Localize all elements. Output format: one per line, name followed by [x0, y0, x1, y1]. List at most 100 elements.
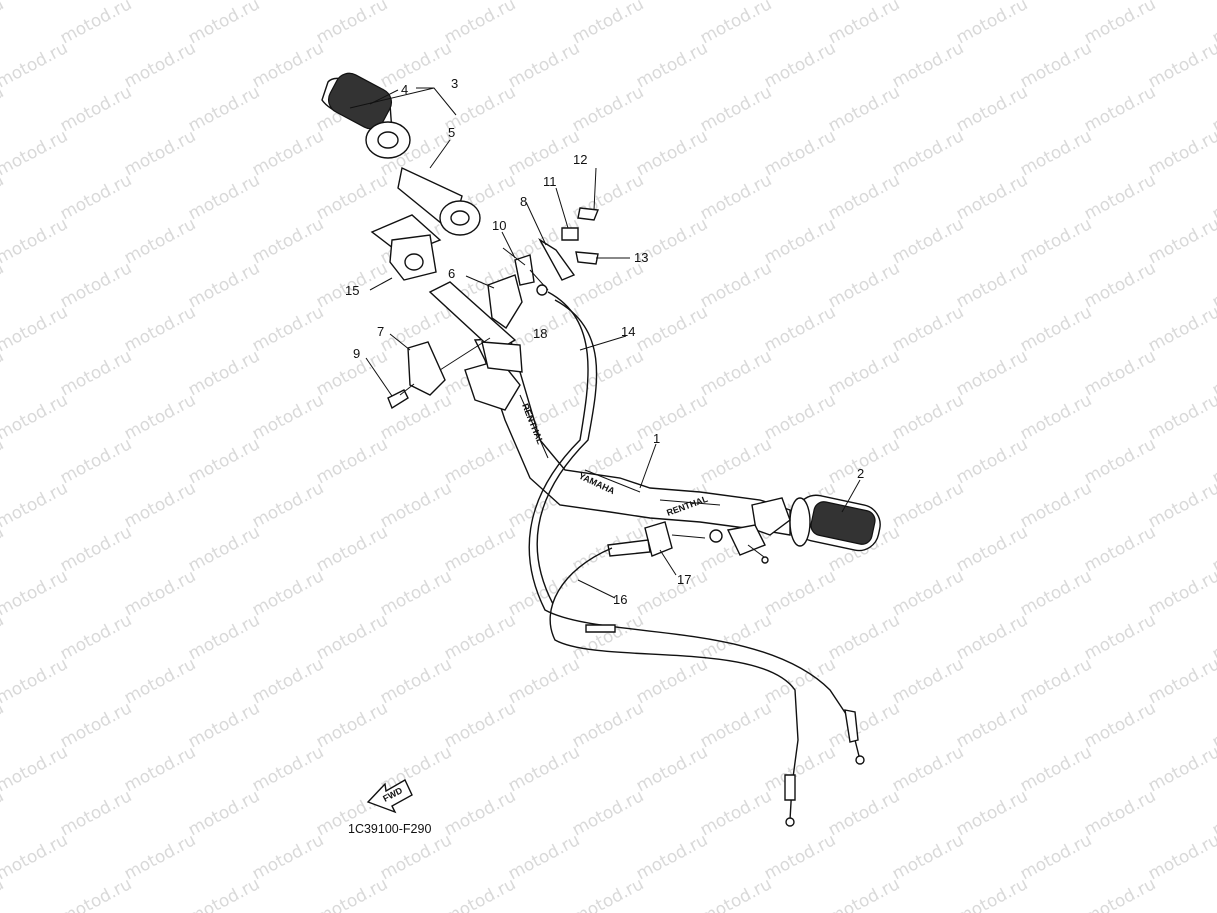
- watermark-text: motod.ru: [1145, 126, 1217, 180]
- watermark-text: motod.ru: [825, 610, 903, 664]
- watermark-text: motod.ru: [889, 38, 967, 92]
- watermark-text: motod.ru: [249, 302, 327, 356]
- watermark-text: motod.ru: [249, 214, 327, 268]
- watermark-text: motod.ru: [825, 698, 903, 752]
- watermark-text: motod.ru: [1145, 654, 1217, 708]
- watermark-text: motod.ru: [761, 566, 839, 620]
- watermark-text: motod.ru: [1017, 38, 1095, 92]
- watermark-text: motod.ru: [441, 874, 519, 913]
- watermark-text: motod.ru: [889, 0, 967, 4]
- watermark-text: motod.ru: [1017, 214, 1095, 268]
- bolt-9: [387, 383, 415, 410]
- callout-14: 14: [621, 324, 635, 339]
- watermark-text: motod.ru: [953, 786, 1031, 840]
- throttle-housing: [370, 214, 442, 281]
- watermark-text: motod.ru: [1081, 0, 1159, 48]
- watermark-text: motod.ru: [569, 698, 647, 752]
- watermark-text: motod.ru: [1017, 0, 1095, 4]
- watermark-text: motod.ru: [121, 0, 199, 4]
- callout-10: 10: [492, 218, 506, 233]
- watermark-text: motod.ru: [377, 830, 455, 884]
- watermark-text: motod.ru: [761, 0, 839, 4]
- watermark-text: motod.ru: [697, 786, 775, 840]
- watermark-text: motod.ru: [953, 698, 1031, 752]
- watermark-text: motod.ru: [569, 346, 647, 400]
- watermark-text: motod.ru: [761, 214, 839, 268]
- watermark-text: motod.ru: [889, 566, 967, 620]
- watermark-text: motod.ru: [1081, 874, 1159, 913]
- watermark-text: motod.ru: [697, 346, 775, 400]
- watermark-text: motod.ru: [377, 478, 455, 532]
- watermark-text: motod.ru: [121, 654, 199, 708]
- watermark-text: motod.ru: [825, 786, 903, 840]
- watermark-text: motod.ru: [505, 654, 583, 708]
- watermark-text: motod.ru: [313, 170, 391, 224]
- watermark-text: motod.ru: [57, 434, 135, 488]
- throttle-holder: [464, 341, 523, 411]
- watermark-text: motod.ru: [889, 478, 967, 532]
- watermark-text: motod.ru: [1017, 390, 1095, 444]
- watermark-text: motod.ru: [569, 610, 647, 664]
- watermark-text: motod.ru: [825, 0, 903, 48]
- watermark-text: motod.ru: [889, 126, 967, 180]
- callout-17: 17: [677, 572, 691, 587]
- watermark-text: motod.ru: [633, 566, 711, 620]
- callout-3: 3: [451, 76, 458, 91]
- hot-start-cable: [549, 547, 799, 827]
- watermark-text: motod.ru: [505, 38, 583, 92]
- watermark-text: motod.ru: [889, 390, 967, 444]
- watermark-text: motod.ru: [1017, 566, 1095, 620]
- watermark-text: motod.ru: [313, 610, 391, 664]
- watermark-text: motod.ru: [57, 522, 135, 576]
- watermark-text: motod.ru: [505, 830, 583, 884]
- watermark-text: motod.ru: [761, 654, 839, 708]
- watermark-text: motod.ru: [0, 0, 71, 4]
- watermark-text: motod.ru: [825, 258, 903, 312]
- watermark-text: motod.ru: [249, 478, 327, 532]
- watermark-text: motod.ru: [377, 0, 455, 4]
- watermark-text: motod.ru: [0, 38, 71, 92]
- watermark-text: motod.ru: [185, 874, 263, 913]
- watermark-text: motod.ru: [377, 566, 455, 620]
- watermark-text: motod.ru: [1081, 698, 1159, 752]
- watermark-text: motod.ru: [761, 742, 839, 796]
- fwd-arrow: FWD: [366, 779, 413, 814]
- watermark-text: motod.ru: [249, 830, 327, 884]
- callout-1: 1: [653, 431, 660, 446]
- watermark-text: motod.ru: [441, 434, 519, 488]
- watermark-text: motod.ru: [1145, 566, 1217, 620]
- watermark-text: motod.ru: [249, 390, 327, 444]
- watermark-text: motod.ru: [761, 830, 839, 884]
- diagram-code: 1C39100-F290: [348, 822, 431, 836]
- watermark-text: motod.ru: [121, 830, 199, 884]
- watermark-text: motod.ru: [569, 786, 647, 840]
- watermark-text: motod.ru: [57, 610, 135, 664]
- watermark-text: motod.ru: [825, 82, 903, 136]
- watermark-text: motod.ru: [761, 302, 839, 356]
- watermark-text: motod.ru: [1017, 742, 1095, 796]
- watermark-text: motod.ru: [441, 698, 519, 752]
- watermark-text: motod.ru: [1145, 38, 1217, 92]
- throttle-tube: [397, 166, 481, 236]
- watermark-text: motod.ru: [377, 654, 455, 708]
- watermark-text: motod.ru: [121, 126, 199, 180]
- throttle-grip: [321, 72, 411, 159]
- callout-16: 16: [613, 592, 627, 607]
- watermark-text: motod.ru: [1145, 478, 1217, 532]
- adjuster-parts: [502, 207, 599, 296]
- throttle-cable: [528, 291, 865, 765]
- watermark-text: motod.ru: [1017, 126, 1095, 180]
- watermark-text: motod.ru: [313, 698, 391, 752]
- watermark-text: motod.ru: [185, 698, 263, 752]
- watermark-text: motod.ru: [1017, 478, 1095, 532]
- watermark-text: motod.ru: [633, 302, 711, 356]
- watermark-text: motod.ru: [505, 0, 583, 4]
- watermark-text: motod.ru: [569, 874, 647, 913]
- watermark-text: motod.ru: [313, 434, 391, 488]
- watermark-text: motod.ru: [1017, 830, 1095, 884]
- watermark-text: motod.ru: [825, 170, 903, 224]
- watermark-text: motod.ru: [1145, 0, 1217, 4]
- watermark-text: motod.ru: [57, 698, 135, 752]
